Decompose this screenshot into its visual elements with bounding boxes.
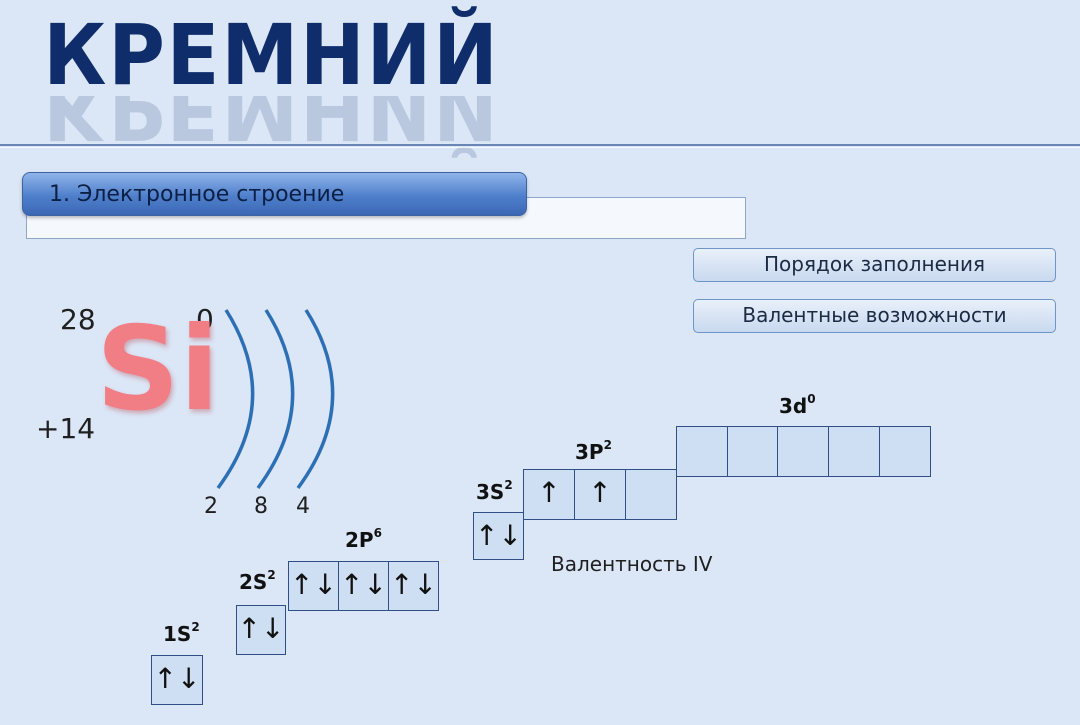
orbital-cell-3d-2 xyxy=(727,426,779,477)
orbital-label-3d: 3d0 xyxy=(779,392,816,418)
nucleus-charge: +14 xyxy=(36,412,96,445)
orbital-label-3s: 3S2 xyxy=(476,478,513,504)
orbital-label-1s: 1S2 xyxy=(163,620,200,646)
oxidation-state: 0 xyxy=(196,303,214,336)
orbital-cell-2p-3: ↑↓ xyxy=(388,561,439,611)
filling-order-button[interactable]: Порядок заполнения xyxy=(693,248,1056,282)
orbital-label-2p: 2P6 xyxy=(345,526,382,552)
orbital-cell-3p-2: ↑ xyxy=(574,469,626,520)
orbital-cell-3p-1: ↑ xyxy=(523,469,575,520)
orbital-cell-3d-1 xyxy=(676,426,728,477)
shell-electrons-3: 4 xyxy=(296,494,310,519)
element-symbol: Si xyxy=(96,302,220,437)
shell-arc-3 xyxy=(296,309,335,490)
orbital-cell-2p-2: ↑↓ xyxy=(338,561,389,611)
header-divider-highlight xyxy=(0,147,1080,148)
orbital-cell-3d-5 xyxy=(879,426,931,477)
valency-label: Валентность IV xyxy=(551,552,713,576)
shell-arc-2 xyxy=(256,309,295,490)
shell-arc-1 xyxy=(216,309,255,490)
orbital-label-2s: 2S2 xyxy=(239,568,276,594)
orbital-cell-1s: ↑↓ xyxy=(151,655,203,705)
shell-electrons-1: 2 xyxy=(204,494,218,519)
valence-possibilities-button[interactable]: Валентные возможности xyxy=(693,299,1056,333)
orbital-cell-3d-3 xyxy=(777,426,829,477)
orbital-label-3p: 3P2 xyxy=(575,438,612,464)
orbital-cell-3s: ↑↓ xyxy=(473,512,524,560)
header-divider xyxy=(0,144,1080,146)
shell-electrons-2: 8 xyxy=(254,494,268,519)
page-title: КРЕМНИЙ xyxy=(43,6,500,104)
orbital-cell-2s: ↑↓ xyxy=(236,605,286,655)
section-tab-electronic-structure[interactable]: 1. Электронное строение xyxy=(22,172,527,216)
orbital-cell-3p-3 xyxy=(625,469,677,520)
orbital-cell-3d-4 xyxy=(828,426,880,477)
orbital-cell-2p-1: ↑↓ xyxy=(288,561,339,611)
mass-number: 28 xyxy=(60,303,96,336)
